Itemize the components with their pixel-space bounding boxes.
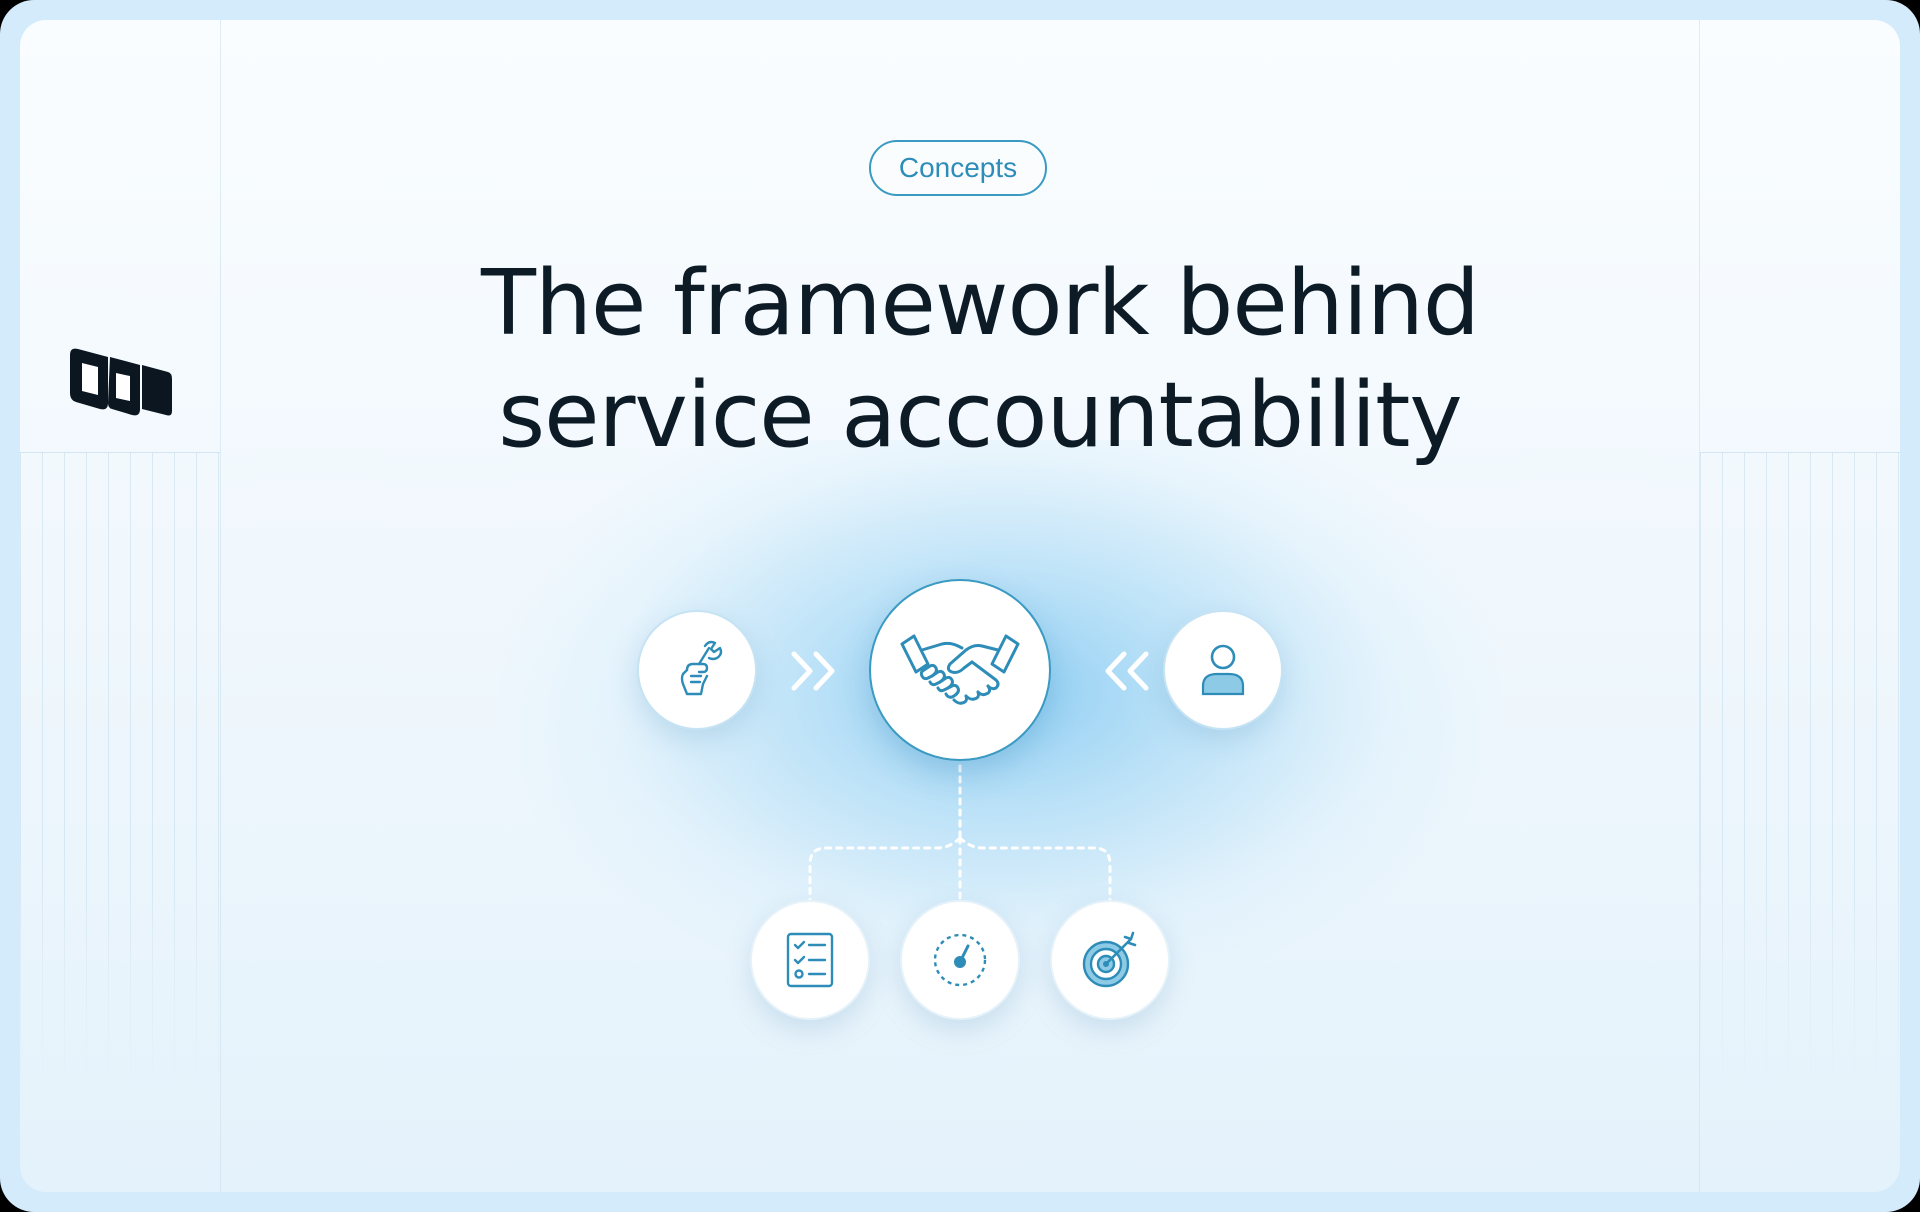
checklist-node xyxy=(750,900,870,1020)
right-decor-column xyxy=(1699,20,1900,1192)
diagram-connector-lines xyxy=(808,764,1112,902)
page-title-line-2: service accountability xyxy=(498,363,1462,468)
gauge-node xyxy=(900,900,1020,1020)
double-chevron-right-icon xyxy=(791,651,835,691)
left-decor-stripes xyxy=(20,452,220,1092)
checklist-icon xyxy=(786,932,834,988)
handshake-icon xyxy=(900,634,1020,705)
page-title: The framework behind service accountabil… xyxy=(380,248,1580,472)
double-chevron-left-icon xyxy=(1105,651,1149,691)
customer-node xyxy=(1163,610,1283,730)
hand-wrench-icon xyxy=(680,640,723,696)
page-title-line-1: The framework behind xyxy=(481,251,1480,356)
user-icon xyxy=(1201,644,1245,696)
right-decor-stripes xyxy=(1700,452,1900,1092)
target-node xyxy=(1050,900,1170,1020)
gauge-icon xyxy=(933,933,987,987)
partnership-node xyxy=(869,579,1051,761)
technician-node xyxy=(637,610,757,730)
left-decor-column xyxy=(20,20,221,1192)
concepts-badge: Concepts xyxy=(869,140,1047,196)
hero-card: Concepts The framework behind service ac… xyxy=(20,20,1900,1192)
brand-logo-icon xyxy=(70,348,172,416)
target-icon xyxy=(1082,931,1137,988)
